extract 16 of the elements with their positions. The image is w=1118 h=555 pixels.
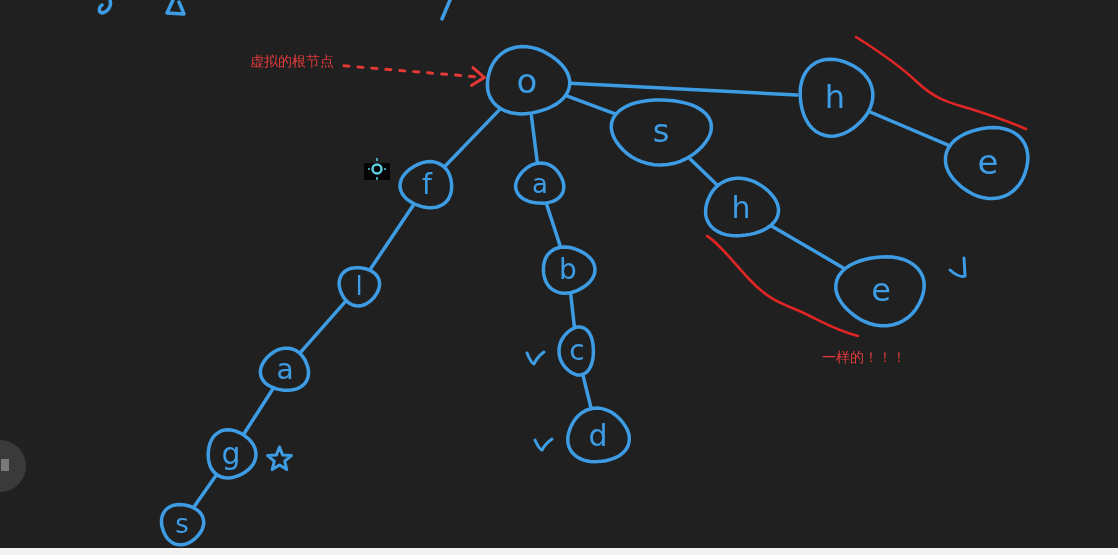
connector-line [298, 299, 348, 355]
connector-line [529, 114, 540, 165]
annotation-text: 一样的！！！ [822, 349, 906, 366]
connector-line [564, 93, 618, 116]
connector-line [192, 472, 219, 509]
connector-line [442, 106, 503, 169]
connector-line [568, 81, 799, 97]
annotation-text: 虚拟的根节点 [250, 53, 334, 70]
dashed-arrow [342, 64, 486, 87]
connector-line [688, 157, 719, 187]
connector-line [544, 202, 563, 249]
connector-line [568, 292, 577, 329]
connector-line [242, 387, 275, 435]
connector-line [769, 224, 846, 271]
connector-line [868, 110, 952, 148]
connector-line [368, 203, 415, 271]
